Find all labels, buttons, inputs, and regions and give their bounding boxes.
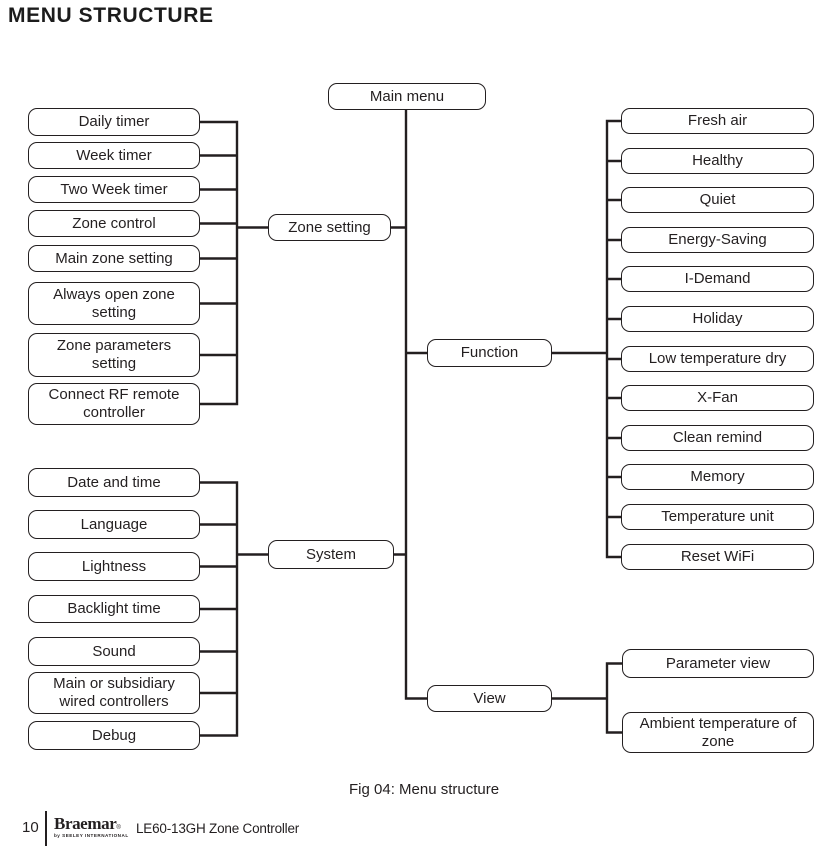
footer-divider <box>45 811 47 846</box>
function-bus <box>552 119 623 559</box>
branch-zone-setting: Zone setting <box>268 214 391 241</box>
node-main-menu: Main menu <box>328 83 486 110</box>
brand-tagline: by SEELEY INTERNATIONAL <box>54 833 129 838</box>
node-i-demand: I-Demand <box>621 266 814 292</box>
trunk-line <box>404 110 427 700</box>
braemar-logo: Braemar® by SEELEY INTERNATIONAL <box>54 815 129 839</box>
node-holiday: Holiday <box>621 306 814 332</box>
node-clean-remind: Clean remind <box>621 425 814 451</box>
node-temperature-unit: Temperature unit <box>621 504 814 530</box>
node-memory: Memory <box>621 464 814 490</box>
page-title: MENU STRUCTURE <box>8 4 214 27</box>
view-bus <box>552 662 624 734</box>
node-x-fan: X-Fan <box>621 385 814 411</box>
node-two-week-timer: Two Week timer <box>28 176 200 203</box>
branch-system: System <box>268 540 394 569</box>
node-zone-parameters-setting: Zone parameters setting <box>28 333 200 377</box>
node-connect-rf-remote-controller: Connect RF remote controller <box>28 383 200 425</box>
node-sound: Sound <box>28 637 200 666</box>
node-week-timer: Week timer <box>28 142 200 169</box>
node-parameter-view: Parameter view <box>622 649 814 678</box>
node-energy-saving: Energy-Saving <box>621 227 814 253</box>
node-debug: Debug <box>28 721 200 750</box>
node-zone-control: Zone control <box>28 210 200 237</box>
brand-name: Braemar <box>54 814 117 833</box>
node-always-open-zone-setting: Always open zone setting <box>28 282 200 325</box>
node-healthy: Healthy <box>621 148 814 174</box>
node-low-temperature-dry: Low temperature dry <box>621 346 814 372</box>
product-name: LE60-13GH Zone Controller <box>136 821 300 836</box>
figure-caption: Fig 04: Menu structure <box>349 781 500 798</box>
zone-setting-bus <box>200 120 406 406</box>
node-ambient-temperature-of-zone: Ambient temperature of zone <box>622 712 814 753</box>
node-daily-timer: Daily timer <box>28 108 200 136</box>
branch-function: Function <box>427 339 552 367</box>
node-lightness: Lightness <box>28 552 200 581</box>
branch-view: View <box>427 685 552 712</box>
system-bus <box>200 481 406 737</box>
node-main-or-subsidiary-wired-controllers: Main or subsidiary wired controllers <box>28 672 200 714</box>
node-reset-wifi: Reset WiFi <box>621 544 814 570</box>
node-backlight-time: Backlight time <box>28 595 200 623</box>
page-number: 10 <box>22 819 39 836</box>
node-fresh-air: Fresh air <box>621 108 814 134</box>
node-language: Language <box>28 510 200 539</box>
registered-trademark-icon: ® <box>116 825 121 831</box>
node-date-and-time: Date and time <box>28 468 200 497</box>
node-main-zone-setting: Main zone setting <box>28 245 200 272</box>
node-quiet: Quiet <box>621 187 814 213</box>
